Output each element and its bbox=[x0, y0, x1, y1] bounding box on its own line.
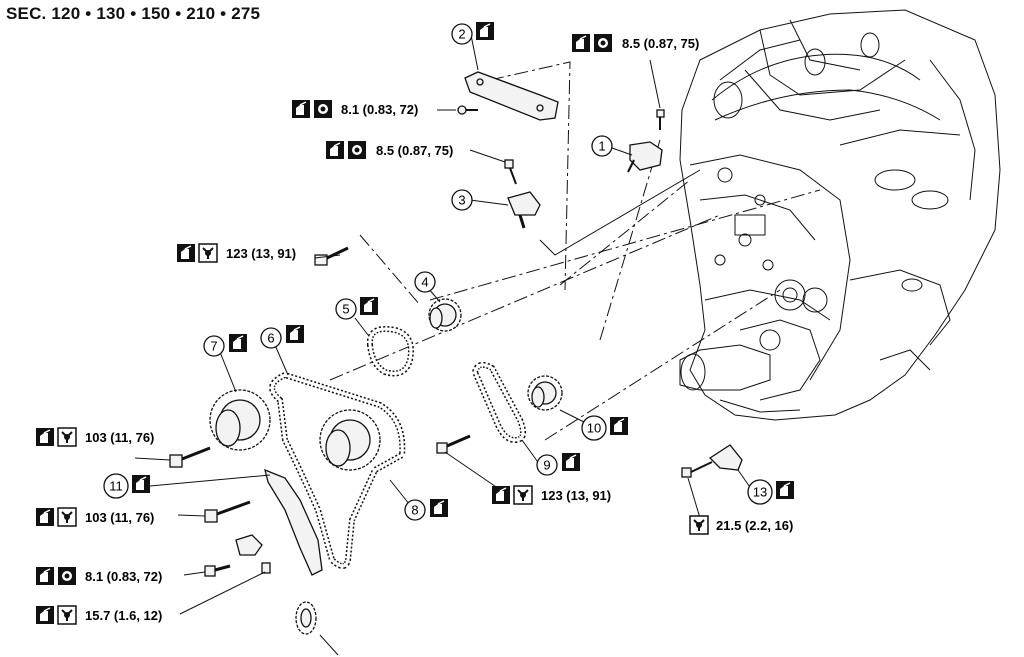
section-title: SEC. 120 • 130 • 150 • 210 • 275 bbox=[6, 4, 261, 23]
svg-text:5: 5 bbox=[342, 302, 349, 317]
guide-bracket bbox=[235, 534, 263, 556]
torque-spec-top: 8.5 (0.87, 75) bbox=[571, 33, 699, 53]
torque-spec-sprocket-7: 103 (11, 76) bbox=[35, 427, 154, 447]
chain-tension-guide bbox=[264, 468, 323, 576]
camshaft-sprocket-left bbox=[209, 389, 271, 451]
crankshaft-sprocket bbox=[295, 601, 317, 635]
callout-3: 3 bbox=[451, 189, 473, 211]
svg-text:6: 6 bbox=[267, 331, 274, 346]
svg-text:123 (13, 91): 123 (13, 91) bbox=[541, 488, 611, 503]
sprocket-bolt-7 bbox=[169, 446, 211, 468]
torque-spec-sprocket-upper: 123 (13, 91) bbox=[176, 243, 296, 263]
tensioner-bolt-top bbox=[656, 109, 665, 130]
torque-spec-guide: 8.1 (0.83, 72) bbox=[291, 99, 418, 119]
svg-text:8.1 (0.83, 72): 8.1 (0.83, 72) bbox=[85, 569, 162, 584]
svg-text:3: 3 bbox=[458, 193, 465, 208]
torque-spec-lower-guide: 8.1 (0.83, 72) bbox=[35, 566, 162, 586]
guide-bolt-lower bbox=[204, 564, 231, 577]
callout-7: 7 bbox=[203, 333, 248, 357]
alignment-lines bbox=[329, 61, 821, 441]
callout-4: 4 bbox=[414, 271, 436, 293]
bolt-lower bbox=[261, 562, 271, 574]
svg-text:10: 10 bbox=[587, 421, 601, 436]
camshaft-sprocket-center bbox=[319, 409, 381, 471]
svg-text:8: 8 bbox=[411, 503, 418, 518]
callout-2: 2 bbox=[451, 21, 495, 45]
upper-chain-guide bbox=[464, 71, 559, 121]
svg-text:9: 9 bbox=[543, 458, 550, 473]
torque-spec-sprocket-right: 123 (13, 91) bbox=[491, 485, 611, 505]
svg-text:11: 11 bbox=[109, 479, 123, 494]
svg-text:2: 2 bbox=[458, 27, 465, 42]
sprocket-bolt-8 bbox=[204, 500, 251, 523]
svg-text:8.5 (0.87, 75): 8.5 (0.87, 75) bbox=[622, 36, 699, 51]
camshaft-sprocket-right bbox=[527, 375, 563, 411]
svg-text:4: 4 bbox=[421, 275, 428, 290]
svg-text:103 (11, 76): 103 (11, 76) bbox=[85, 510, 154, 525]
callout-13: 13 bbox=[747, 479, 795, 505]
callout-11: 11 bbox=[103, 473, 151, 499]
chain-tensioner bbox=[507, 191, 541, 216]
torque-spec-sprocket-8: 103 (11, 76) bbox=[35, 507, 154, 527]
leader-lines bbox=[134, 29, 753, 615]
callout-1: 1 bbox=[591, 135, 613, 157]
svg-text:123 (13, 91): 123 (13, 91) bbox=[226, 246, 296, 261]
callout-9: 9 bbox=[536, 452, 581, 476]
torque-spec-lower-bolt: 15.7 (1.6, 12) bbox=[35, 605, 162, 625]
guide-bolt bbox=[457, 105, 478, 115]
camshaft-sprocket-upper bbox=[428, 298, 462, 332]
primary-timing-chain bbox=[269, 371, 406, 569]
svg-text:103 (11, 76): 103 (11, 76) bbox=[85, 430, 154, 445]
svg-text:15.7 (1.6, 12): 15.7 (1.6, 12) bbox=[85, 608, 162, 623]
tensioner-bolt bbox=[504, 159, 517, 185]
svg-text:8.5 (0.87, 75): 8.5 (0.87, 75) bbox=[376, 143, 453, 158]
callout-10: 10 bbox=[581, 415, 629, 441]
sprocket-bolt-right bbox=[436, 434, 471, 454]
svg-text:13: 13 bbox=[753, 485, 767, 500]
torque-spec-part-13: 21.5 (2.2, 16) bbox=[689, 515, 793, 535]
small-chain-loop bbox=[366, 326, 414, 377]
engine-block bbox=[679, 9, 1001, 421]
chain-tensioner-upper bbox=[629, 141, 663, 171]
callout-6: 6 bbox=[260, 324, 305, 349]
svg-text:1: 1 bbox=[598, 139, 605, 154]
svg-text:7: 7 bbox=[210, 339, 217, 354]
callout-8: 8 bbox=[404, 498, 449, 521]
callout-5: 5 bbox=[335, 296, 379, 320]
bracket-13 bbox=[681, 444, 743, 478]
secondary-timing-chain bbox=[471, 361, 527, 444]
svg-text:21.5 (2.2, 16): 21.5 (2.2, 16) bbox=[716, 518, 793, 533]
torque-spec-tensioner: 8.5 (0.87, 75) bbox=[325, 140, 453, 160]
svg-text:8.1 (0.83, 72): 8.1 (0.83, 72) bbox=[341, 102, 418, 117]
